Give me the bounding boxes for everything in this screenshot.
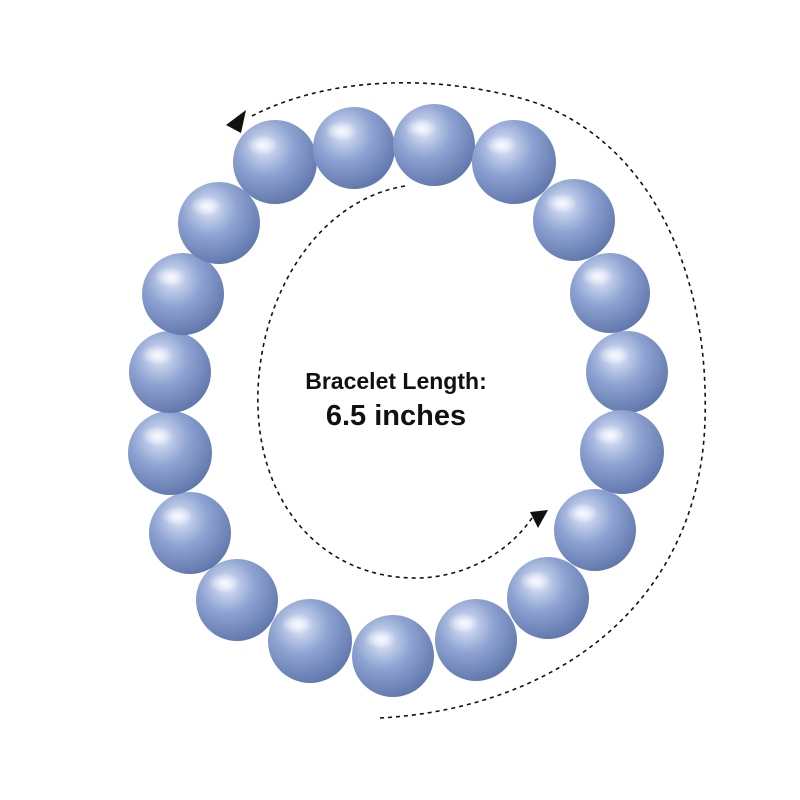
bead [507,557,589,639]
bead [472,120,556,204]
outer-arrowhead-icon [226,110,246,133]
bead [393,104,475,186]
length-label: Bracelet Length: [305,368,487,394]
inner-arrowhead-icon [530,510,548,528]
bead [554,489,636,571]
inner-dashed-arc [257,185,533,579]
bead [178,182,260,264]
bead [586,331,668,413]
bead [196,559,278,641]
bead [129,331,211,413]
bead [233,120,317,204]
bead [580,410,664,494]
inner-direction-arrow [257,185,548,579]
bead [533,179,615,261]
bead [128,411,212,495]
bead [352,615,434,697]
bead-ring [128,104,668,697]
bead [268,599,352,683]
outer-direction-arrow [226,82,707,719]
bead [313,107,395,189]
bead [435,599,517,681]
bead [142,253,224,335]
length-value: 6.5 inches [325,400,467,432]
bead [570,253,650,333]
bead [149,492,231,574]
